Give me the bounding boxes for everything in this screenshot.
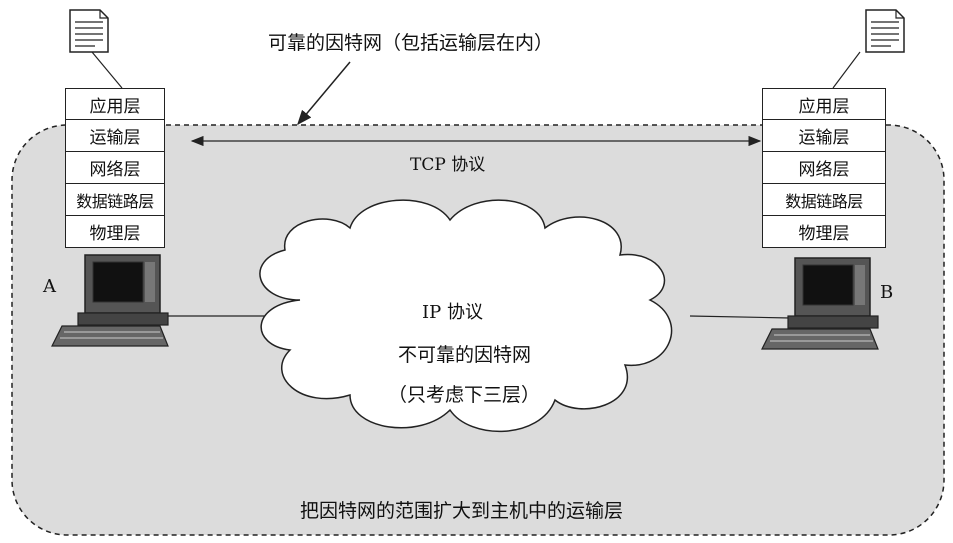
top-label: 可靠的因特网（包括运输层在内） <box>268 32 554 54</box>
layer-physical-b: 物理层 <box>762 216 886 248</box>
host-b-label: B <box>880 282 894 303</box>
pointer-arrow <box>297 61 351 126</box>
layer-datalink-b: 数据链路层 <box>762 184 886 216</box>
protocol-stack-a: 应用层 运输层 网络层 数据链路层 物理层 <box>65 88 165 248</box>
layer-physical-a: 物理层 <box>65 216 165 248</box>
layer-application-a: 应用层 <box>65 88 165 120</box>
cloud-line-3: （只考虑下三层） <box>388 384 541 406</box>
bottom-label: 把因特网的范围扩大到主机中的运输层 <box>300 500 624 522</box>
doc-connector-b <box>832 51 861 89</box>
computer-icon-b <box>761 257 879 350</box>
link-b <box>689 315 791 319</box>
layer-application-b: 应用层 <box>762 88 886 120</box>
cloud-line-2: 不可靠的因特网 <box>398 344 532 366</box>
layer-network-a: 网络层 <box>65 152 165 184</box>
document-icon-a <box>69 9 109 53</box>
internet-cloud <box>259 199 673 433</box>
cloud-line-1: IP 协议 <box>422 302 483 323</box>
layer-transport-b: 运输层 <box>762 120 886 152</box>
host-a-label: A <box>43 276 56 297</box>
doc-connector-a <box>91 51 123 89</box>
layer-datalink-a: 数据链路层 <box>65 184 165 216</box>
layer-transport-a: 运输层 <box>65 120 165 152</box>
document-icon-b <box>865 9 905 53</box>
protocol-stack-b: 应用层 运输层 网络层 数据链路层 物理层 <box>762 88 886 248</box>
computer-icon-a <box>51 254 169 347</box>
tcp-label: TCP 协议 <box>410 155 486 175</box>
layer-network-b: 网络层 <box>762 152 886 184</box>
